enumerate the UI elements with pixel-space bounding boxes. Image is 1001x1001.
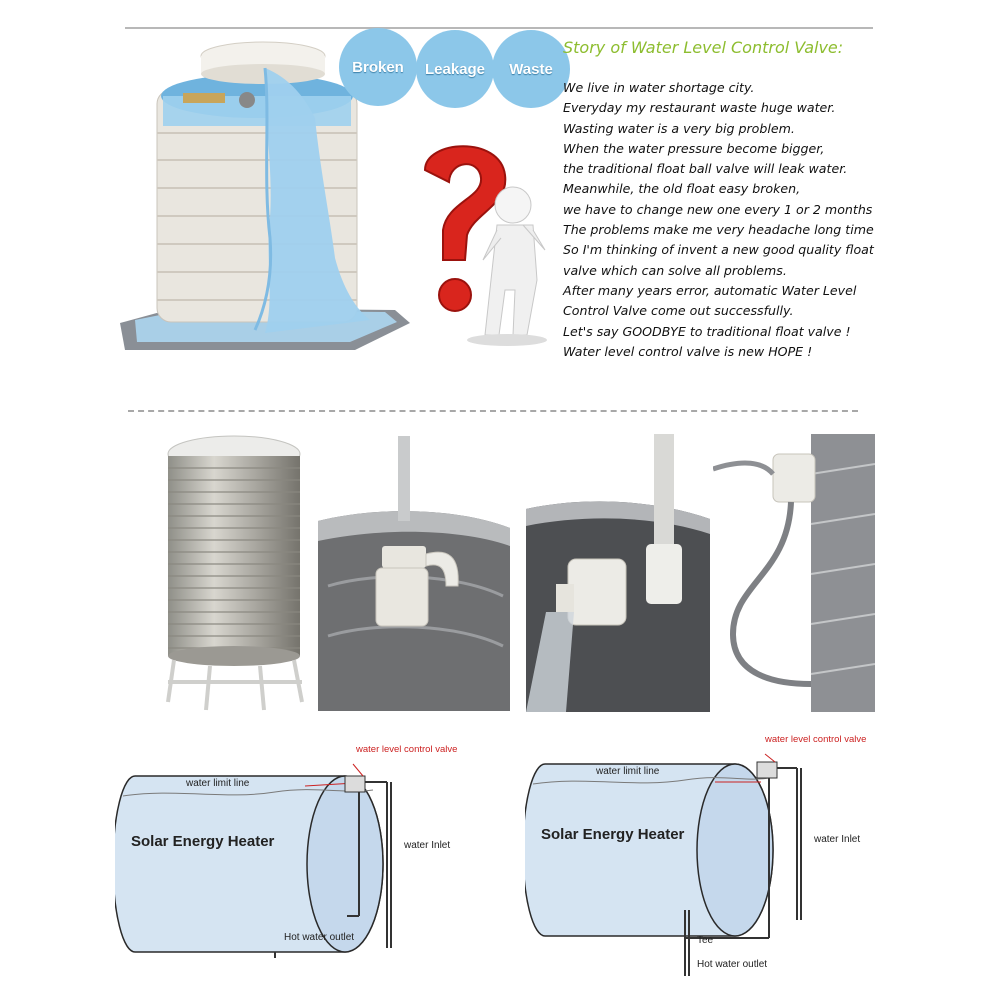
valve-filling-photo bbox=[526, 434, 710, 712]
waste-bubble: Waste bbox=[492, 30, 570, 108]
story-line: Meanwhile, the old float easy broken, bbox=[563, 181, 801, 197]
story-line: We live in water shortage city. bbox=[563, 80, 755, 95]
leaking-tank-illustration bbox=[120, 41, 410, 350]
left-valve-label: water level control valve bbox=[356, 744, 458, 755]
story-line: When the water pressure become bigger, bbox=[563, 140, 825, 156]
story-line: Wasting water is a very big problem. bbox=[563, 120, 795, 136]
left-outlet-label: Hot water outlet bbox=[284, 932, 355, 943]
dashed-divider bbox=[128, 410, 858, 412]
question-mark-figure-illustration bbox=[423, 145, 547, 346]
leakage-bubble: Leakage bbox=[416, 30, 494, 108]
right-tank-label: Solar Energy Heater bbox=[541, 826, 685, 843]
story-line: Water level control valve is new HOPE ! bbox=[563, 343, 813, 359]
right-limit-label: water limit line bbox=[596, 766, 660, 777]
left-inlet-label: water Inlet bbox=[404, 840, 451, 851]
stainless-tank-photo bbox=[166, 435, 304, 711]
side-mount-valve-photo bbox=[713, 434, 875, 712]
right-outlet-label: Hot water outlet bbox=[697, 959, 768, 970]
story-line: the traditional float ball valve will le… bbox=[563, 161, 848, 177]
waste-label: Waste bbox=[509, 60, 553, 78]
broken-bubble: Broken bbox=[339, 28, 417, 106]
story-line: After many years error, automatic Water … bbox=[563, 282, 857, 298]
valve-installed-photo bbox=[318, 436, 510, 711]
story-title: Story of Water Level Control Valve: bbox=[563, 38, 844, 57]
story-line: we have to change new one every 1 or 2 m… bbox=[563, 201, 873, 217]
top-divider bbox=[125, 27, 873, 29]
story-line: Control Valve come out successfully. bbox=[563, 303, 794, 319]
right-tee-label: Tee bbox=[697, 935, 714, 946]
story-text: We live in water shortage city. Everyday… bbox=[563, 78, 903, 362]
left-tank-label: Solar Energy Heater bbox=[131, 833, 275, 850]
right-inlet-label: water Inlet bbox=[814, 834, 861, 845]
story-line: The problems make me very headache long … bbox=[563, 222, 874, 238]
broken-label: Broken bbox=[352, 58, 404, 76]
story-line: Everyday my restaurant waste huge water. bbox=[563, 100, 836, 116]
story-line: So I'm thinking of invent a new good qua… bbox=[563, 242, 874, 258]
right-heater-diagram bbox=[525, 753, 802, 976]
leakage-label: Leakage bbox=[424, 60, 486, 78]
story-line: Let's say GOODBYE to traditional float v… bbox=[563, 323, 851, 339]
left-heater-diagram bbox=[115, 763, 392, 958]
left-limit-label: water limit line bbox=[186, 778, 250, 789]
story-line: valve which can solve all problems. bbox=[563, 262, 787, 278]
right-valve-label: water level control valve bbox=[765, 734, 867, 745]
